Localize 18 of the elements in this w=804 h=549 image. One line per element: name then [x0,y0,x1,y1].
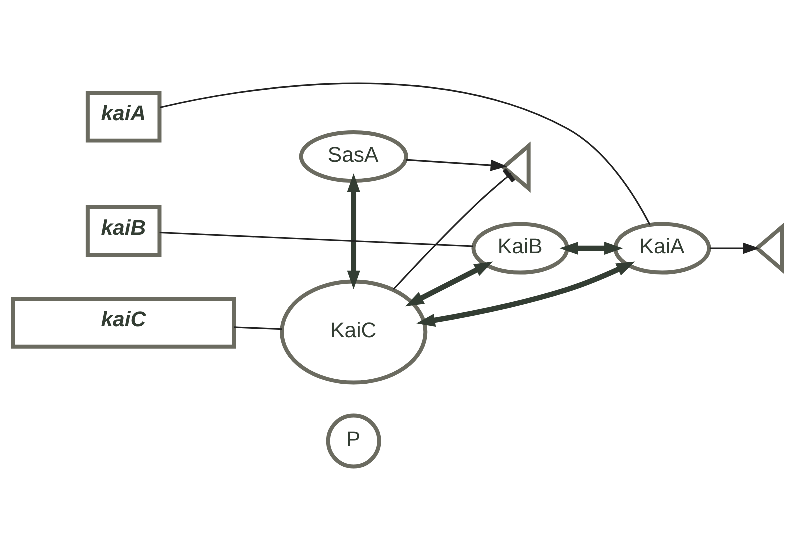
node-ellipse: SasA [299,130,408,183]
connector [160,231,474,247]
arrow [560,241,624,255]
connector [393,168,516,290]
node-ellipse: KaiC [280,279,428,384]
connector [234,326,282,330]
node-box: kaiC [11,296,236,348]
arrow [347,173,360,290]
node-triangle [754,222,784,274]
node-circle: P [326,413,382,468]
node-box: kaiB [86,204,162,257]
arrow [406,158,508,171]
arrow [405,261,494,306]
arrow [710,242,760,254]
node-box: kaiA [86,90,162,142]
node-ellipse: KaiB [472,222,570,274]
connector [160,82,651,225]
arrow [416,261,636,326]
